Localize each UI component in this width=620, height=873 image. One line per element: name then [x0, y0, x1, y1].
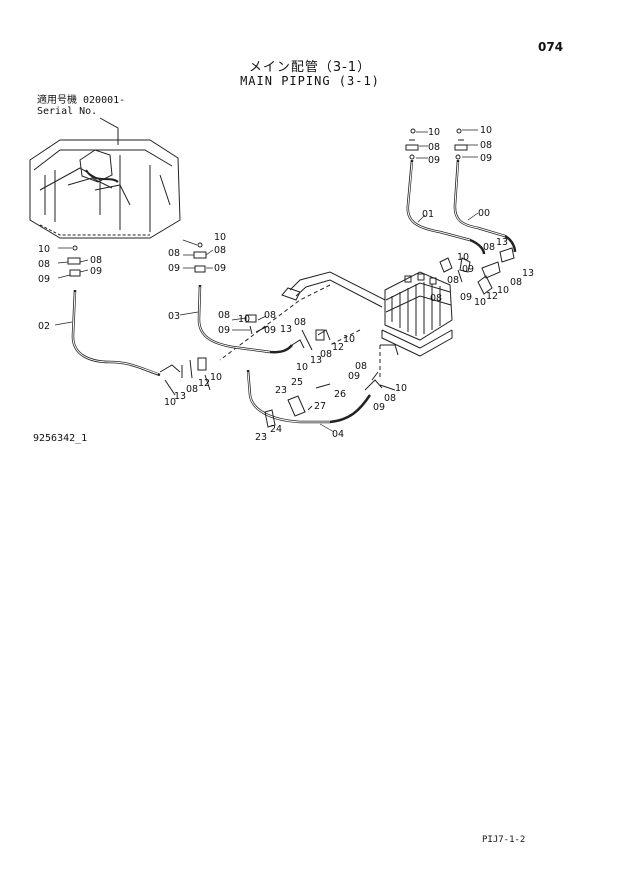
callout-10: 10: [38, 244, 50, 255]
callout-09: 09: [480, 153, 492, 164]
control-valve-assembly: [381, 271, 453, 357]
callout-10: 10: [214, 232, 226, 243]
callout-hose-00: 00: [478, 208, 490, 219]
callout-hose-02: 02: [38, 321, 50, 332]
callout-hose-01: 01: [422, 209, 434, 220]
callout-09: 09: [428, 155, 440, 166]
callout-08: 08: [430, 293, 442, 304]
callout-08: 08: [480, 140, 492, 151]
callout-08: 08: [218, 310, 230, 321]
callout-26: 26: [334, 389, 346, 400]
callout-12: 12: [486, 291, 498, 302]
page-title-english: MAIN PIPING (3-1): [240, 74, 380, 88]
callout-10: 10: [428, 127, 440, 138]
callout-hose-03: 03: [168, 311, 180, 322]
callout-08: 08: [264, 310, 276, 321]
pipe-upper: [289, 271, 386, 308]
callout-08: 08: [384, 393, 396, 404]
callout-08: 08: [186, 384, 198, 395]
callout-10: 10: [474, 297, 486, 308]
callout-24: 24: [270, 424, 282, 435]
callout-10: 10: [343, 334, 355, 345]
callout-09: 09: [373, 402, 385, 413]
serial-number-block: 適用号機 020001- Serial No.: [37, 95, 125, 117]
callout-13: 13: [522, 268, 534, 279]
callout-10: 10: [210, 372, 222, 383]
hose-01: [406, 159, 486, 255]
callout-10: 10: [164, 397, 176, 408]
serial-label-japanese: 適用号機 020001-: [37, 95, 126, 106]
callout-09: 09: [90, 266, 102, 277]
figure-number: 9256342_1: [33, 433, 88, 444]
callout-10: 10: [238, 314, 250, 325]
callout-08: 08: [428, 142, 440, 153]
callout-08: 08: [320, 349, 332, 360]
callout-09: 09: [348, 371, 360, 382]
callout-12: 12: [198, 378, 210, 389]
callout-hose-04: 04: [332, 429, 344, 440]
callout-09: 09: [38, 274, 50, 285]
callout-09: 09: [214, 263, 226, 274]
callout-13: 13: [174, 391, 186, 402]
callout-08: 08: [214, 245, 226, 256]
page-number: 074: [538, 40, 564, 54]
callout-09: 09: [168, 263, 180, 274]
callout-10: 10: [457, 252, 469, 263]
callout-10: 10: [497, 285, 509, 296]
callout-09: 09: [264, 325, 276, 336]
machine-overview-illustration: [29, 117, 181, 239]
callout-08: 08: [510, 277, 522, 288]
callout-10: 10: [296, 362, 308, 373]
callout-09: 09: [218, 325, 230, 336]
callout-08: 08: [483, 242, 495, 253]
callout-13: 13: [310, 355, 322, 366]
callout-08: 08: [355, 361, 367, 372]
callout-08: 08: [90, 255, 102, 266]
page-title-japanese: メイン配管（3-1）: [248, 60, 372, 75]
callout-08: 08: [294, 317, 306, 328]
callout-08: 08: [168, 248, 180, 259]
callout-13: 13: [280, 324, 292, 335]
callout-12: 12: [332, 342, 344, 353]
callout-23: 23: [255, 432, 267, 443]
callout-08: 08: [38, 259, 50, 270]
callout-09: 09: [462, 264, 474, 275]
callout-13: 13: [496, 237, 508, 248]
serial-label-english: Serial No.: [37, 106, 98, 117]
callout-23: 23: [275, 385, 287, 396]
callout-25: 25: [291, 377, 303, 388]
callout-08: 08: [447, 275, 459, 286]
callout-10: 10: [480, 125, 492, 136]
footer-code: PIJ7-1-2: [482, 835, 526, 845]
callout-09: 09: [460, 292, 472, 303]
callout-27: 27: [314, 401, 326, 412]
callout-10: 10: [395, 383, 407, 394]
